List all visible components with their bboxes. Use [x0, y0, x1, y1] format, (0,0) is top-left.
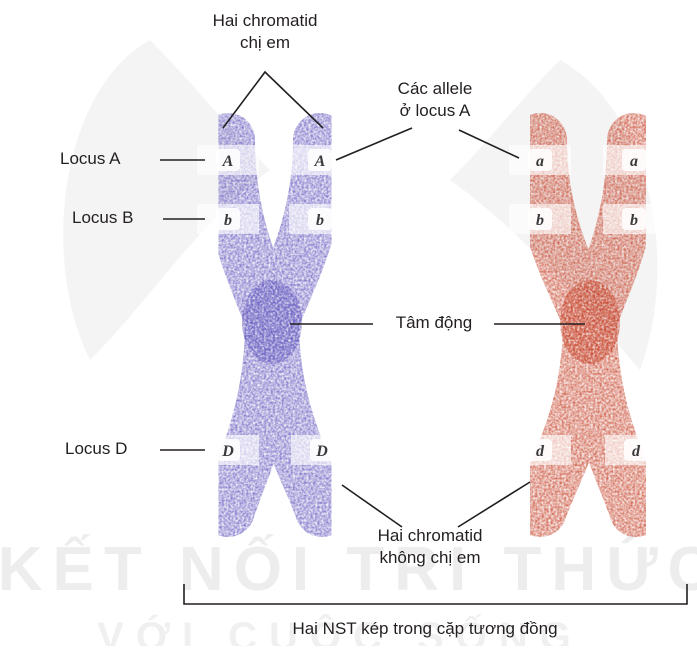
allele-label-b: b [630, 212, 638, 229]
locus-a-label: Locus A [60, 148, 121, 170]
allele-label-d: D [221, 443, 234, 460]
centromere [242, 280, 302, 364]
homologous-pair-label: Hai NST kép trong cặp tương đồng [235, 618, 615, 640]
allele-label-a: A [222, 153, 234, 170]
allele-label-b: b [316, 212, 324, 229]
allele-label-a: a [630, 153, 638, 170]
non-sister-chromatids-label: Hai chromatid không chị em [345, 525, 515, 569]
alleles-label-line-2: ở locus A [360, 100, 510, 122]
allele-label-b: b [224, 212, 232, 229]
allele-label-d: d [536, 443, 545, 460]
non-sister-label-line-1: Hai chromatid [345, 525, 515, 547]
allele-label-b: b [536, 212, 544, 229]
chromosome-1: A Ab bD D [197, 140, 353, 510]
locus-d-label: Locus D [65, 438, 127, 460]
alleles-label-line-1: Các allele [360, 78, 510, 100]
non-sister-label-line-2: không chị em [345, 547, 515, 569]
sister-chromatids-label: Hai chromatid chị em [175, 10, 355, 54]
allele-label-a: A [314, 153, 326, 170]
sister-chromatids-label-line-1: Hai chromatid [175, 10, 355, 32]
alleles-pointer-left [336, 128, 412, 160]
centromere-label: Tâm động [374, 312, 494, 334]
centromere [560, 280, 620, 364]
alleles-label: Các allele ở locus A [360, 78, 510, 122]
allele-label-d: d [632, 443, 641, 460]
allele-label-d: D [315, 443, 328, 460]
non-sister-pointer-left [342, 485, 402, 527]
locus-b-label: Locus B [72, 207, 133, 229]
allele-label-a: a [536, 153, 544, 170]
sister-chromatids-label-line-2: chị em [175, 32, 355, 54]
